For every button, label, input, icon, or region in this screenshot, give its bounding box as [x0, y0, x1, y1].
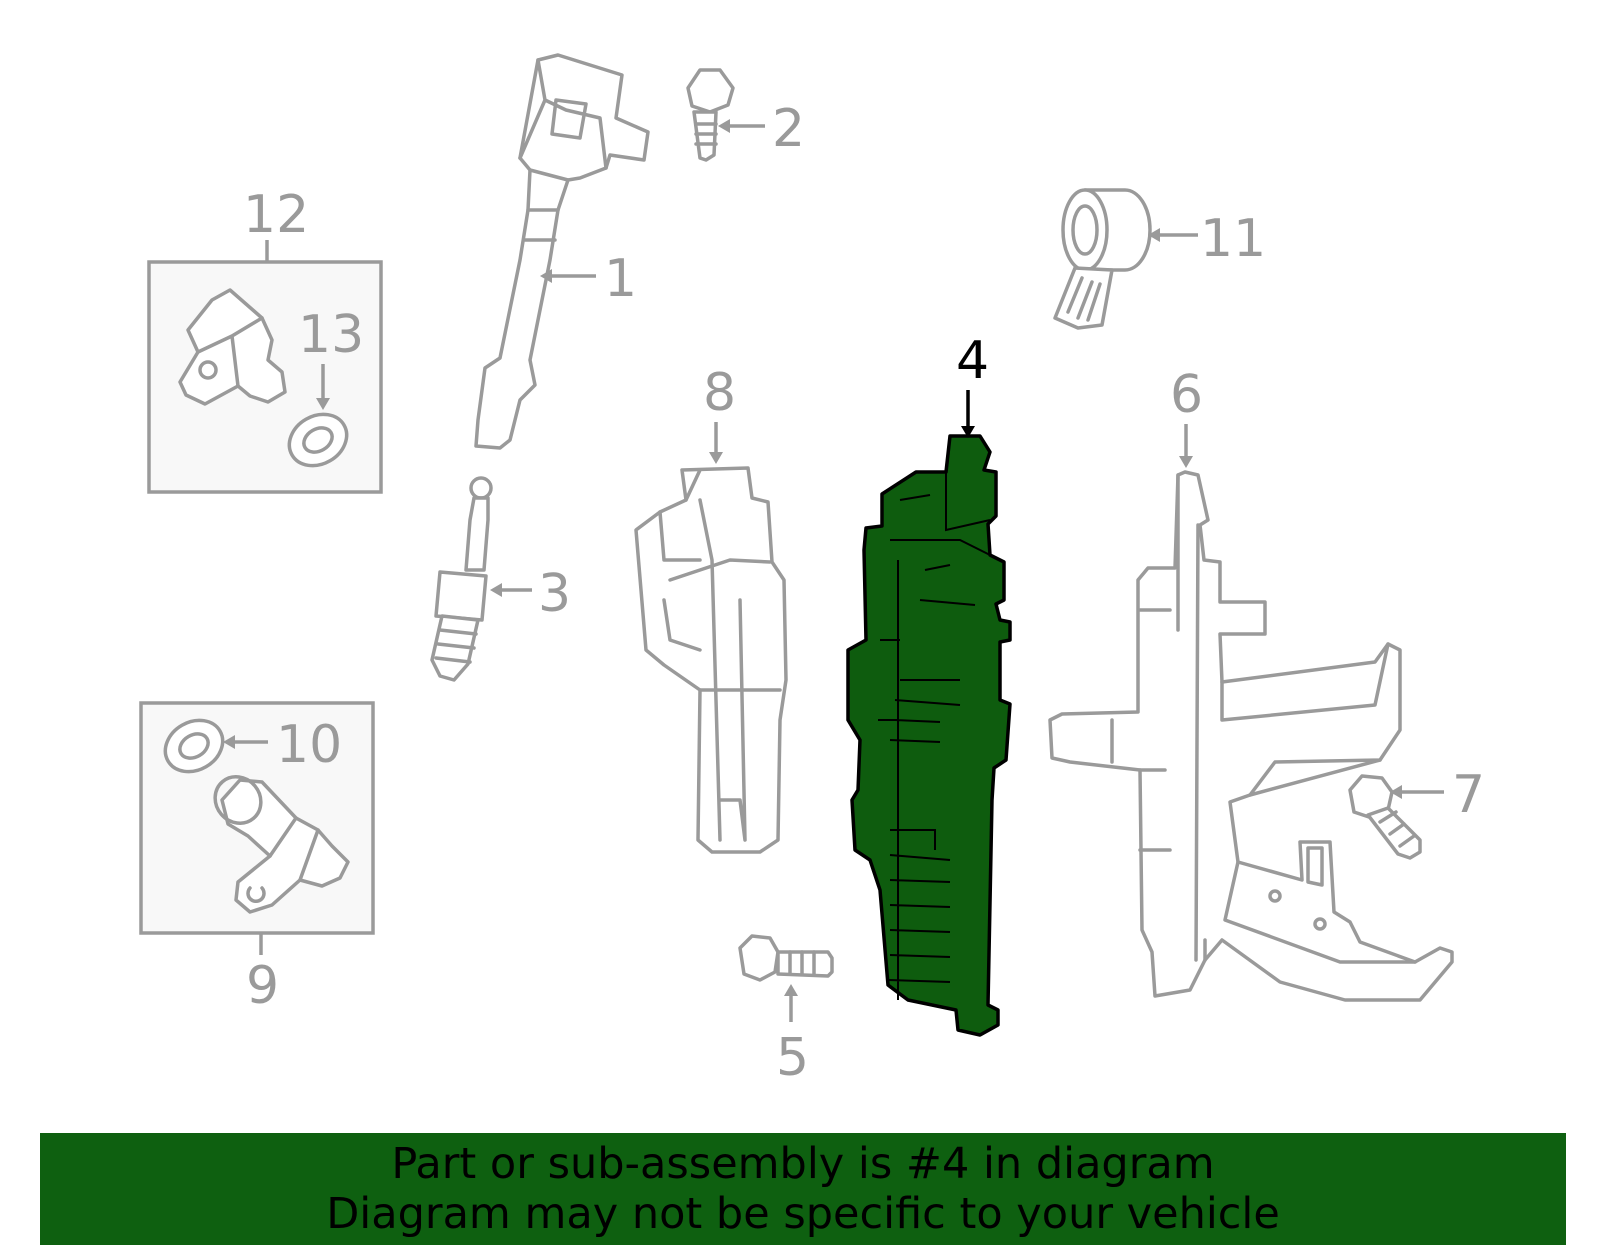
ecu-part-4-highlighted[interactable]	[846, 434, 1012, 1037]
cover-part-8[interactable]	[634, 466, 788, 854]
callout-7[interactable]: 7	[1452, 765, 1485, 825]
sensor-part-9[interactable]	[206, 767, 350, 914]
callout-12[interactable]: 12	[243, 185, 309, 245]
callout-10[interactable]: 10	[276, 715, 342, 775]
callout-13[interactable]: 13	[298, 305, 364, 365]
knock-sensor-part-11[interactable]	[1053, 188, 1152, 330]
bolt-part-2[interactable]	[686, 68, 735, 162]
callout-11[interactable]: 11	[1200, 209, 1266, 269]
bolt-part-5[interactable]	[738, 934, 834, 982]
callout-9[interactable]: 9	[246, 956, 279, 1016]
banner-line-1: Part or sub-assembly is #4 in diagram	[391, 1139, 1215, 1189]
sensor-part-12[interactable]	[178, 288, 287, 406]
o-ring-part-10[interactable]	[156, 710, 232, 782]
callout-6[interactable]: 6	[1170, 365, 1203, 425]
callout-8[interactable]: 8	[703, 363, 736, 423]
o-ring-part-13[interactable]	[280, 404, 356, 476]
bracket-part-6[interactable]	[1048, 470, 1454, 1002]
ignition-coil-part-1[interactable]	[474, 53, 650, 450]
callout-5[interactable]: 5	[776, 1028, 809, 1088]
info-banner: Part or sub-assembly is #4 in diagram Di…	[40, 1133, 1566, 1245]
callout-2[interactable]: 2	[772, 99, 805, 159]
banner-line-2: Diagram may not be specific to your vehi…	[326, 1189, 1280, 1239]
spark-plug-part-3[interactable]	[430, 476, 493, 682]
bolt-part-7[interactable]	[1348, 774, 1422, 860]
callout-4[interactable]: 4	[956, 331, 989, 391]
callout-3[interactable]: 3	[538, 564, 571, 624]
callout-1[interactable]: 1	[604, 249, 637, 309]
